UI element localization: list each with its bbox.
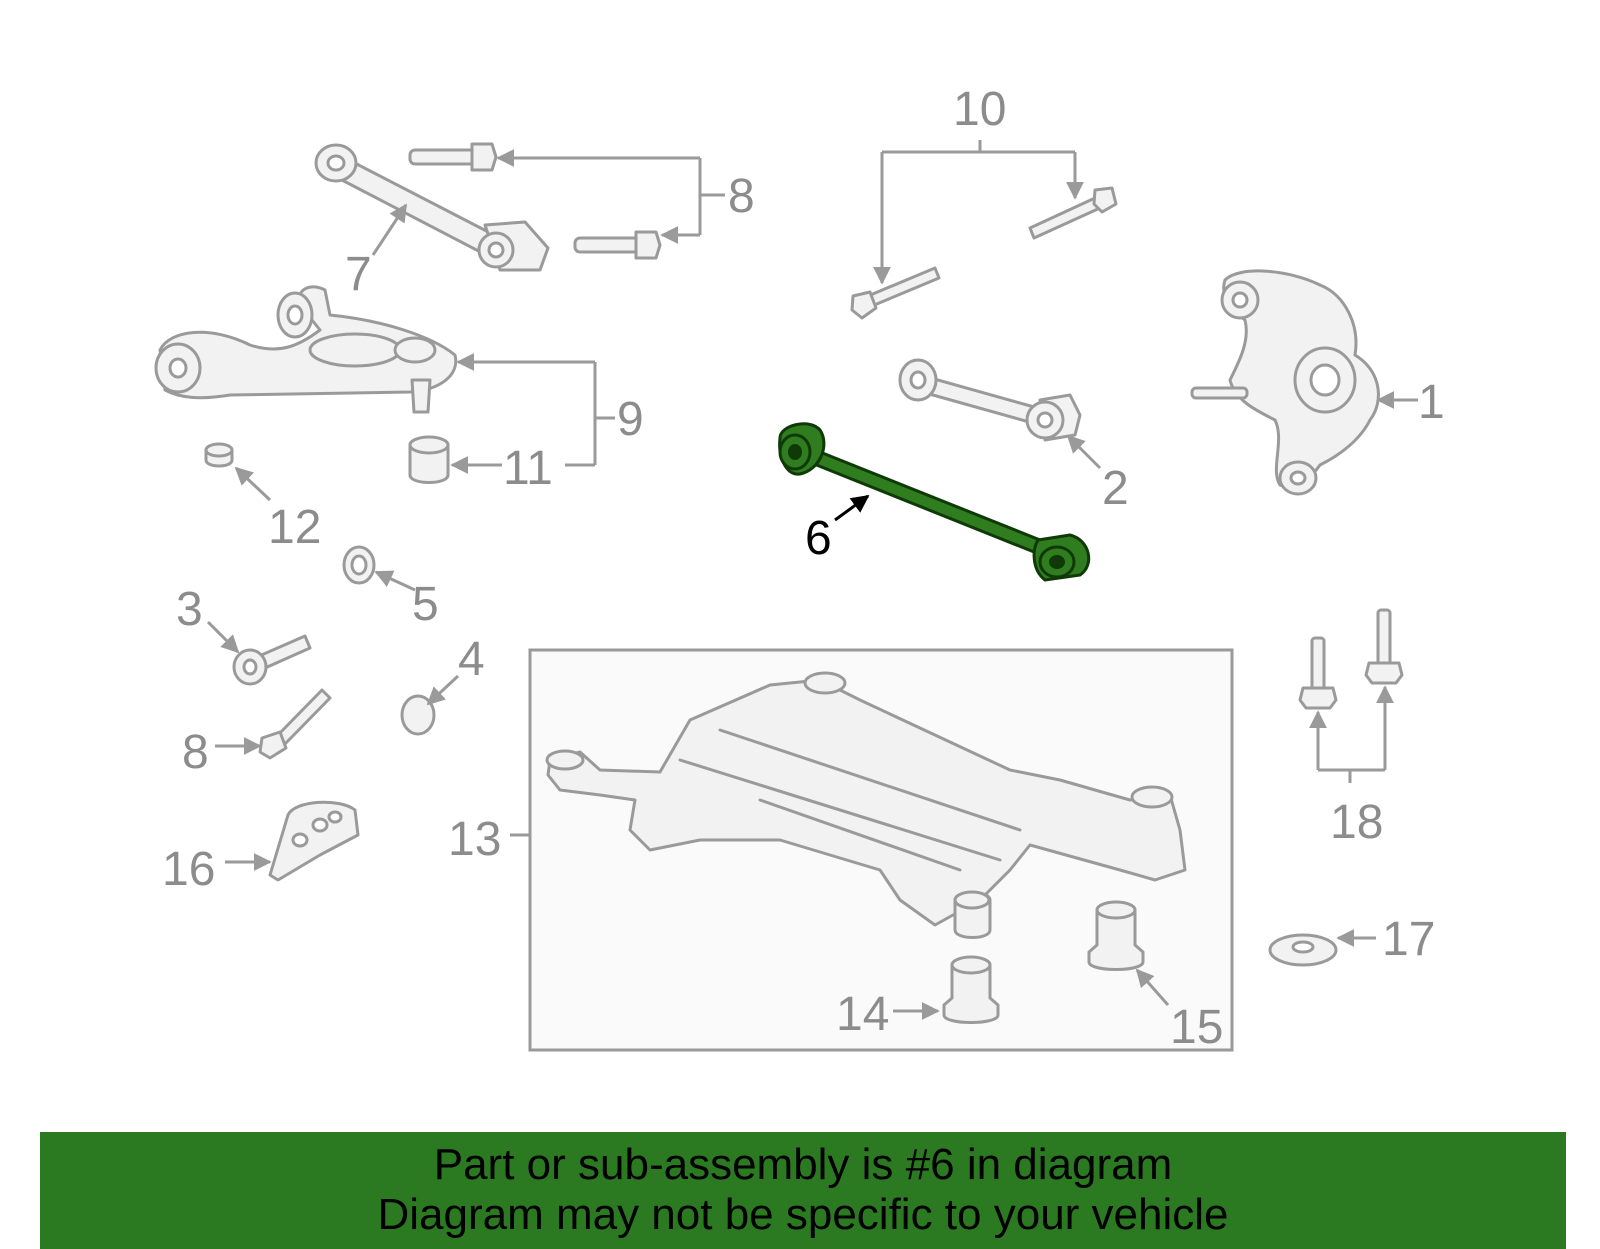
part-17-washer xyxy=(1268,933,1338,967)
callout-2: 2 xyxy=(1102,462,1129,515)
part-3-bolt xyxy=(232,634,312,686)
banner-line-2: Diagram may not be specific to your vehi… xyxy=(377,1190,1229,1239)
callout-16: 16 xyxy=(162,843,215,896)
callout-4: 4 xyxy=(458,633,485,686)
part-12-nut xyxy=(204,442,234,468)
callout-1: 1 xyxy=(1418,376,1445,429)
part-4-cap xyxy=(400,694,436,736)
part-8-bolts-upper xyxy=(408,142,662,260)
part-1-knuckle xyxy=(1190,269,1380,496)
part-10-bolts xyxy=(850,186,1118,320)
banner-line-1: Part or sub-assembly is #6 in diagram xyxy=(433,1140,1173,1189)
callout-9: 9 xyxy=(617,393,644,446)
part-8-bolt-lower xyxy=(258,688,332,760)
callout-8-left: 8 xyxy=(182,726,209,779)
callout-6-leader xyxy=(834,494,870,522)
callout-3: 3 xyxy=(176,583,203,636)
callout-11: 11 xyxy=(503,442,553,495)
part-5-washer xyxy=(342,545,376,585)
callout-5: 5 xyxy=(412,578,439,631)
part-16-bracket xyxy=(268,800,360,882)
part-6-trailing-link xyxy=(778,422,1091,582)
part-7-upper-arm xyxy=(314,143,550,272)
callout-7: 7 xyxy=(345,248,372,301)
part-14-bushing xyxy=(942,955,1000,1024)
part-15-bushing xyxy=(1087,900,1145,971)
callout-13: 13 xyxy=(448,813,501,866)
info-banner: Part or sub-assembly is #6 in diagram Di… xyxy=(40,1132,1566,1249)
callout-17: 17 xyxy=(1382,913,1435,966)
part-2-link xyxy=(898,358,1082,442)
leader-lines xyxy=(206,140,1418,1020)
part-18-bolts xyxy=(1298,608,1404,710)
callout-8-top: 8 xyxy=(728,170,755,223)
callout-6: 6 xyxy=(805,512,832,565)
callout-18: 18 xyxy=(1330,796,1383,849)
callout-12: 12 xyxy=(268,501,321,554)
part-11-bushing xyxy=(408,435,450,484)
callout-14: 14 xyxy=(836,988,889,1041)
part-9-lower-arm xyxy=(154,285,458,414)
callout-10: 10 xyxy=(953,83,1006,136)
part-13-subframe xyxy=(545,671,1187,939)
callout-15: 15 xyxy=(1170,1001,1223,1054)
